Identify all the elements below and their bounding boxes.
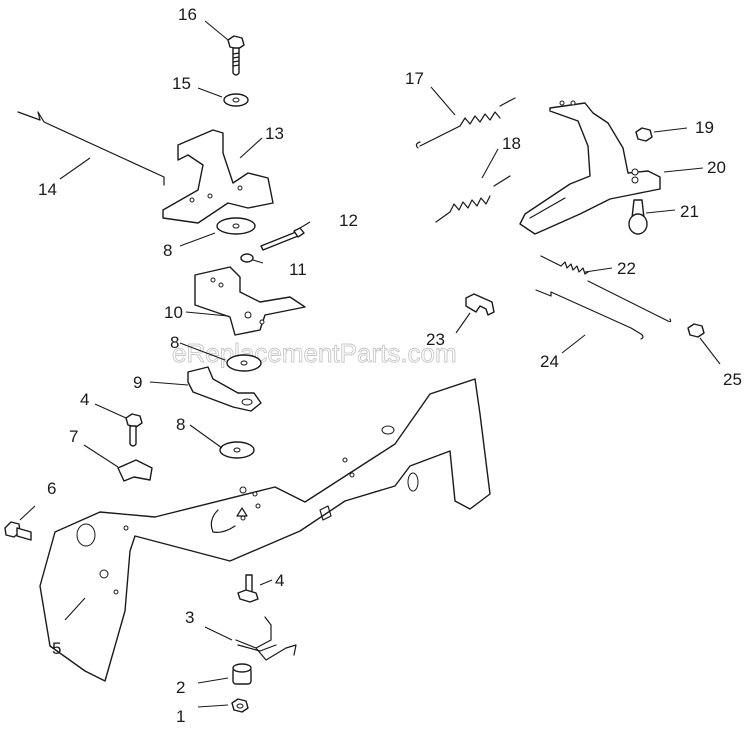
part-choke-rod — [535, 289, 644, 340]
callout-21: 21 — [680, 202, 699, 221]
part-washer-middle — [226, 354, 262, 372]
part-washer-lower — [219, 441, 255, 459]
part-nut-25 — [687, 323, 705, 338]
part-shoulder-bolt — [628, 199, 648, 235]
part-bolt-side — [4, 521, 32, 541]
part-screw — [260, 227, 305, 251]
callout-25: 25 — [723, 370, 742, 389]
callout-22: 22 — [617, 259, 636, 278]
part-throttle-lever — [194, 266, 306, 336]
part-bolt-flange-upper — [125, 413, 143, 447]
callout-23: 23 — [426, 330, 445, 349]
part-torsion-spring — [235, 616, 297, 661]
callout-16: 16 — [178, 5, 197, 24]
part-governor-rod — [17, 111, 165, 186]
callout-10: 10 — [164, 303, 183, 322]
part-governor-bracket — [162, 129, 274, 224]
callout-12: 12 — [339, 211, 358, 230]
part-cable-spring — [540, 255, 672, 323]
callout-numbers: 1 2 3 4 4 5 6 7 8 8 8 9 10 11 12 13 14 1… — [38, 5, 742, 726]
part-spacer — [232, 663, 252, 685]
leader-lines — [19, 20, 721, 708]
callout-18: 18 — [502, 134, 521, 153]
callout-19: 19 — [695, 118, 714, 137]
callout-17: 17 — [405, 69, 424, 88]
part-spring-short — [435, 175, 511, 223]
part-spring-long — [415, 97, 516, 149]
callout-4-lower: 4 — [275, 571, 284, 590]
callout-9: 9 — [133, 373, 142, 392]
part-choke-lever — [187, 366, 262, 412]
part-cable-clip — [117, 459, 153, 482]
part-control-bracket — [519, 100, 661, 235]
watermark-text: eReplacementParts.com — [172, 338, 457, 368]
callout-7: 7 — [69, 427, 78, 446]
part-bolt-top — [227, 35, 245, 76]
callout-8-upper: 8 — [163, 241, 172, 260]
part-nut-bottom — [231, 698, 249, 713]
part-nut-control — [635, 127, 653, 142]
callout-13: 13 — [265, 124, 284, 143]
callout-24: 24 — [540, 352, 559, 371]
part-bolt-flange-lower — [237, 574, 259, 603]
callout-2: 2 — [176, 678, 185, 697]
callout-8-middle: 8 — [170, 333, 179, 352]
callout-5: 5 — [52, 639, 61, 658]
part-nut-small — [240, 253, 254, 263]
callout-8-lower: 8 — [176, 415, 185, 434]
callout-20: 20 — [707, 158, 726, 177]
part-clip — [465, 293, 495, 316]
callout-4-upper: 4 — [80, 390, 89, 409]
callout-1: 1 — [176, 707, 185, 726]
part-washer-small — [223, 93, 249, 107]
part-main-control-plate — [39, 378, 491, 682]
callout-14: 14 — [38, 180, 57, 199]
callout-3: 3 — [185, 608, 194, 627]
part-washer-upper — [216, 217, 256, 235]
callout-6: 6 — [47, 479, 56, 498]
callout-11: 11 — [289, 260, 307, 279]
callout-15: 15 — [172, 74, 191, 93]
